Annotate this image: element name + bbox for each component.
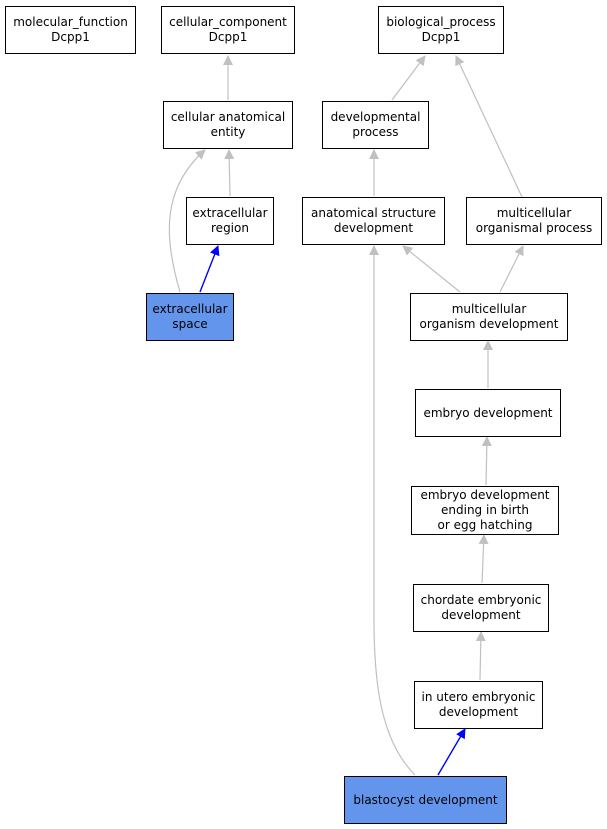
edge-in-utero-embryonic-development-to-chordate-embryonic-development [475, 631, 486, 681]
edge-embryo-development-ending-to-embryo-development [481, 436, 492, 486]
node-biological-process[interactable]: biological_process Dcpp1 [378, 6, 504, 54]
edge-developmental-process-to-biological-process [391, 55, 426, 101]
node-cellular-anatomical-entity[interactable]: cellular anatomical entity [163, 101, 293, 149]
node-multicellular-organismal-process[interactable]: multicellular organismal process [466, 197, 602, 245]
edge-extracellular-region-to-cellular-anatomical-entity [224, 149, 235, 197]
edge-blastocyst-development-to-in-utero-embryonic-development[interactable] [437, 728, 466, 776]
edge-extracellular-space-to-cellular-anatomical-entity [168, 149, 206, 293]
node-embryo-development[interactable]: embryo development [415, 389, 561, 437]
node-in-utero-embryonic-development[interactable]: in utero embryonic development [414, 681, 543, 729]
node-anatomical-structure-development[interactable]: anatomical structure development [302, 197, 445, 245]
node-multicellular-organism-development[interactable]: multicellular organism development [410, 293, 568, 341]
node-cellular-component[interactable]: cellular_component Dcpp1 [161, 6, 295, 54]
edge-extracellular-space-to-extracellular-region[interactable] [199, 245, 220, 293]
edge-multicellular-organism-development-to-multicellular-organismal-process [499, 245, 524, 293]
node-embryo-development-ending-in-birth[interactable]: embryo development ending in birth or eg… [411, 486, 559, 535]
edge-multicellular-organism-development-to-anatomical-structure-development [402, 245, 461, 293]
node-blastocyst-development[interactable]: blastocyst development [344, 776, 507, 824]
edge-blastocyst-development-to-anatomical-structure-development [369, 245, 416, 776]
node-molecular-function[interactable]: molecular_function Dcpp1 [5, 6, 136, 54]
node-extracellular-space[interactable]: extracellular space [146, 293, 234, 341]
node-chordate-embryonic-development[interactable]: chordate embryonic development [413, 584, 549, 632]
node-developmental-process[interactable]: developmental process [322, 101, 429, 149]
edge-multicellular-organismal-process-to-biological-process [455, 55, 523, 198]
node-extracellular-region[interactable]: extracellular region [186, 197, 274, 245]
edge-chordate-embryonic-development-to-embryo-development-ending [478, 534, 489, 584]
